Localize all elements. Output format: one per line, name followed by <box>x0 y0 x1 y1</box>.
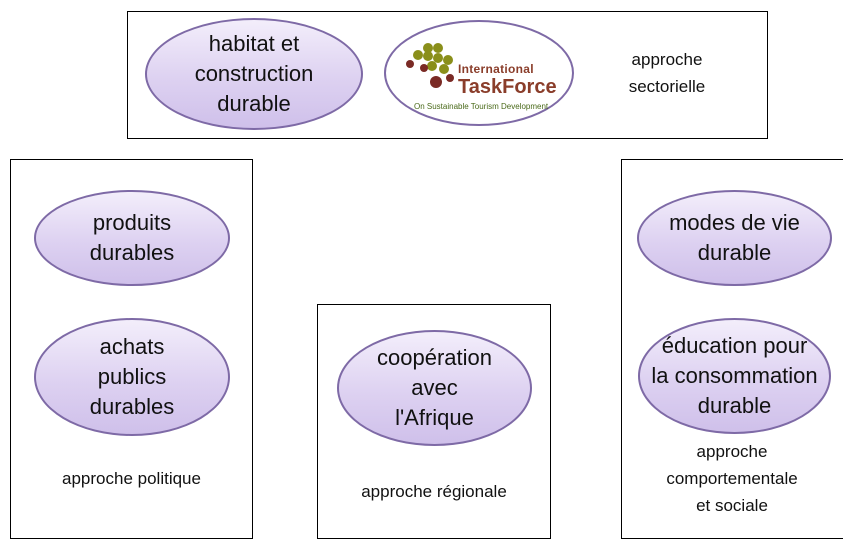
task-force-logo: International TaskForce On Sustainable T… <box>384 20 574 126</box>
oval-modes-de-vie: modes de vie durable <box>637 190 832 286</box>
logo-tagline: On Sustainable Tourism Development <box>414 102 549 111</box>
caption-political: approche politique <box>62 469 201 488</box>
caption-regional: approche régionale <box>361 482 507 501</box>
oval-produits-durables: produits durables <box>34 190 230 286</box>
cube-cluster-icon <box>406 43 454 88</box>
oval-habitat-construction: habitat et construction durable <box>145 18 363 130</box>
oval-education-consommation: éducation pour la consommation durable <box>638 318 831 434</box>
oval-achats-publics: achats publics durables <box>34 318 230 436</box>
logo-line-2: TaskForce <box>458 76 557 98</box>
caption-sectoral: approche sectorielle <box>628 50 706 96</box>
oval-cooperation-afrique: coopération avec l'Afrique <box>337 330 532 446</box>
caption-behavioral: approche comportementale et sociale <box>666 442 798 515</box>
logo-line-1: International <box>458 62 534 76</box>
